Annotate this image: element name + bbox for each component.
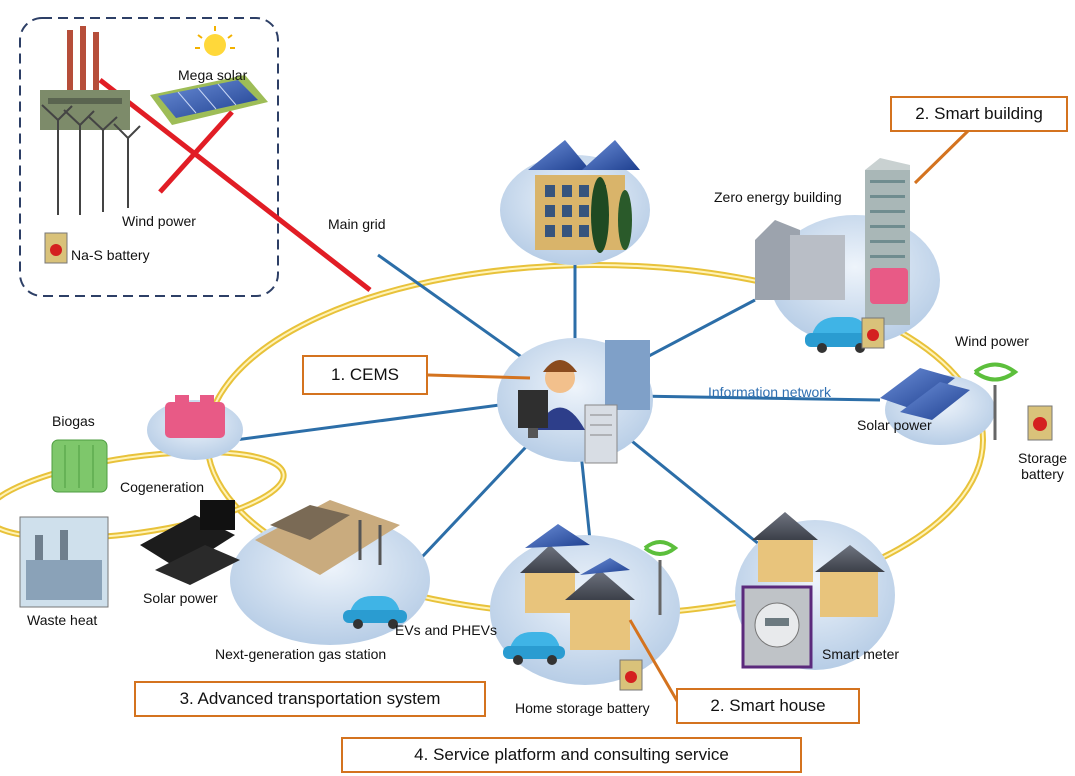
battery-icon bbox=[44, 232, 68, 264]
callout-smart-building: 2. Smart building bbox=[890, 96, 1068, 132]
nas-battery-label: Na-S battery bbox=[71, 247, 150, 263]
solar-panel-icon bbox=[880, 368, 970, 420]
wind-power-label: Wind power bbox=[955, 333, 1029, 349]
mega-solar-label: Mega solar bbox=[178, 67, 248, 83]
main-grid-cut-mark bbox=[98, 78, 372, 292]
electric-car-icon bbox=[343, 596, 407, 629]
wind-turbine-icon bbox=[41, 104, 141, 215]
biogas-tank-icon bbox=[51, 439, 108, 493]
information-network-label: Information network bbox=[708, 384, 831, 400]
cogeneration-label: Cogeneration bbox=[120, 479, 205, 495]
server-icon bbox=[584, 340, 650, 464]
factory-icon bbox=[19, 516, 109, 608]
house-icon bbox=[520, 524, 635, 650]
battery-icon bbox=[619, 659, 643, 691]
wind-turbine-icon bbox=[643, 540, 679, 615]
callout-transportation: 3. Advanced transportation system bbox=[134, 681, 486, 717]
battery-icon bbox=[1027, 405, 1053, 441]
solar-power-right-label: Solar power bbox=[857, 417, 932, 433]
battery-icon bbox=[861, 317, 885, 349]
home-storage-battery-label: Home storage battery bbox=[515, 700, 650, 716]
waste-heat-label: Waste heat bbox=[27, 612, 98, 628]
callout-service-platform: 4. Service platform and consulting servi… bbox=[341, 737, 802, 773]
cogeneration-icon bbox=[165, 395, 225, 438]
gas-station-label: Next-generation gas station bbox=[215, 646, 387, 662]
callout-pointers bbox=[427, 127, 972, 707]
callout-smart-house: 2. Smart house bbox=[676, 688, 860, 724]
sun-icon bbox=[195, 26, 235, 56]
smart-meter-icon bbox=[741, 585, 813, 669]
office-building-icon bbox=[528, 140, 640, 253]
operator-icon bbox=[518, 360, 585, 438]
storage-battery-label: Storage battery bbox=[1018, 450, 1068, 483]
zero-energy-building-label: Zero energy building bbox=[714, 189, 842, 205]
electric-car-icon bbox=[805, 317, 875, 353]
biogas-label: Biogas bbox=[52, 413, 95, 429]
cogeneration-icon bbox=[870, 268, 908, 304]
solar-panel-icon bbox=[140, 500, 240, 585]
electric-car-icon bbox=[503, 632, 565, 665]
evs-phevs-label: EVs and PHEVs bbox=[395, 622, 497, 638]
wind-power-grid-label: Wind power bbox=[122, 213, 196, 229]
smart-meter-label: Smart meter bbox=[822, 646, 900, 662]
power-plant-icon bbox=[40, 26, 130, 130]
wind-turbine-icon bbox=[973, 362, 1019, 440]
mega-solar-icon bbox=[150, 75, 268, 125]
grid-region-border bbox=[19, 17, 279, 297]
main-grid-label: Main grid bbox=[328, 216, 386, 232]
callout-cems: 1. CEMS bbox=[302, 355, 428, 395]
gas-station-icon bbox=[255, 500, 400, 575]
solar-power-left-label: Solar power bbox=[143, 590, 218, 606]
house-icon bbox=[752, 512, 885, 617]
